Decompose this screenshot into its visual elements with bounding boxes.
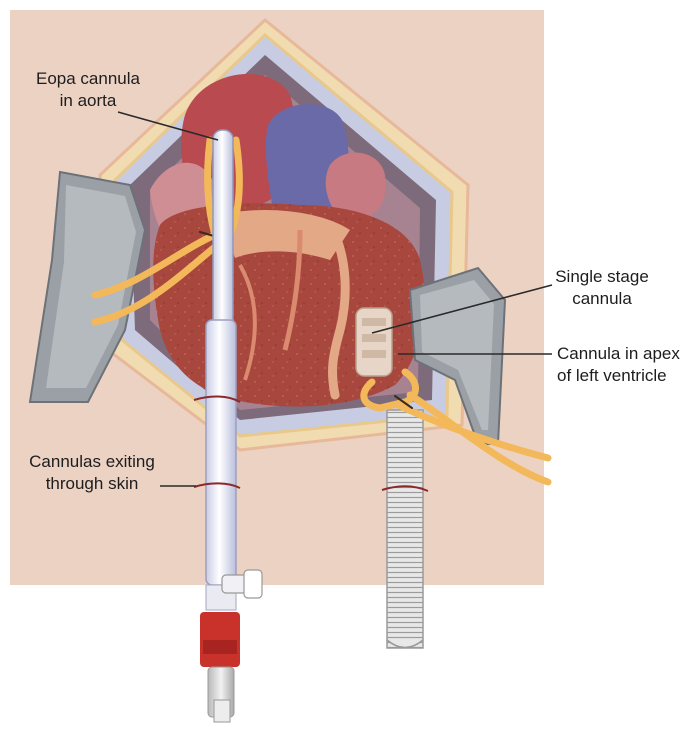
label-single-stage-line1: Single stage bbox=[542, 266, 662, 288]
label-apex-cannula: Cannula in apex of left ventricle bbox=[557, 343, 689, 387]
label-apex-line2: of left ventricle bbox=[557, 365, 689, 387]
label-apex-line1: Cannula in apex bbox=[557, 343, 689, 365]
single-stage-cannula-tip bbox=[356, 308, 392, 376]
label-single-stage: Single stage cannula bbox=[542, 266, 662, 310]
red-connector bbox=[200, 612, 240, 667]
label-single-stage-line2: cannula bbox=[542, 288, 662, 310]
label-skin-line1: Cannulas exiting bbox=[12, 451, 172, 473]
label-aorta-cannula: Eopa cannula in aorta bbox=[14, 68, 162, 112]
label-exiting-skin: Cannulas exiting through skin bbox=[12, 451, 172, 495]
apical-cannula-tube bbox=[387, 410, 423, 648]
label-aorta-line1: Eopa cannula bbox=[14, 68, 162, 90]
label-aorta-line2: in aorta bbox=[14, 90, 162, 112]
label-skin-line2: through skin bbox=[12, 473, 172, 495]
